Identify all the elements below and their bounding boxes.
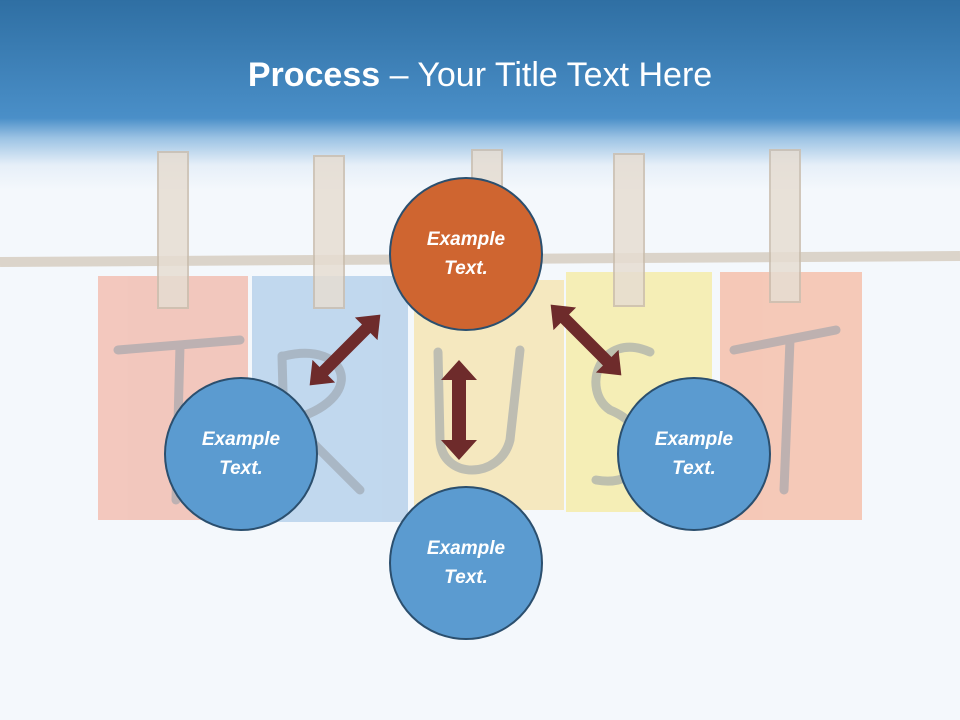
clothespin-4	[613, 153, 645, 307]
clothespin-1	[157, 151, 189, 309]
title-rest: – Your Title Text Here	[380, 56, 713, 94]
node-bottom-line2: Text.	[444, 567, 488, 588]
process-node-left[interactable]: Example Text.	[164, 377, 318, 531]
clothespin-5	[769, 149, 801, 303]
process-node-top[interactable]: Example Text.	[389, 177, 543, 331]
title-bold: Process	[247, 56, 381, 94]
node-right-line2: Text.	[672, 458, 716, 479]
node-top-line1: Example	[426, 229, 506, 250]
slide-title: Process – Your Title Text Here	[0, 52, 960, 98]
node-bottom-line1: Example	[426, 538, 506, 559]
letter-t-2	[729, 325, 841, 495]
double-arrow-top-right	[550, 304, 622, 376]
node-top-line2: Text.	[444, 258, 488, 279]
double-arrow-vertical	[441, 360, 477, 460]
double-arrow-top-left	[309, 314, 381, 386]
process-node-right[interactable]: Example Text.	[617, 377, 771, 531]
node-left-line2: Text.	[219, 458, 263, 479]
clothespin-2	[313, 155, 345, 309]
letter-u	[433, 345, 525, 475]
node-left-line1: Example	[201, 429, 281, 450]
process-node-bottom[interactable]: Example Text.	[389, 486, 543, 640]
node-right-line1: Example	[654, 429, 734, 450]
